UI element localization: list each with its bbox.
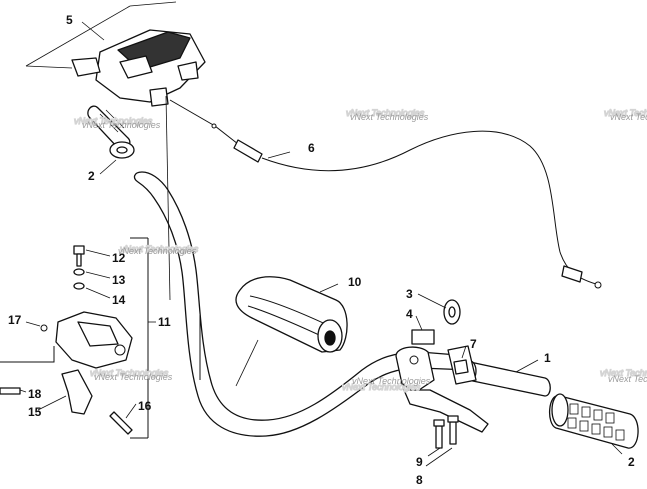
watermark: vNext Technologies — [118, 246, 197, 256]
watermark-back: vNext Technologies — [346, 108, 425, 118]
brake-switch-assembly — [395, 299, 489, 449]
callout-9: 9 — [416, 455, 423, 469]
callout-16: 16 — [138, 399, 152, 413]
callout-17: 17 — [8, 313, 22, 327]
callout-11: 11 — [158, 315, 171, 329]
watermark: vNext Technologies — [82, 120, 161, 130]
callout-15: 15 — [28, 405, 42, 419]
grip-right — [549, 393, 639, 449]
watermark: vNext Technologies — [94, 372, 173, 382]
watermark-back: vNext Technologies — [604, 108, 647, 118]
watermark-back: vNext Technologies — [74, 116, 153, 126]
handlebar-tube-right — [463, 360, 551, 397]
watermark: vNext Technologies — [352, 376, 431, 386]
watermarks: vNext Technologies vNext Technologies vN… — [73, 107, 647, 392]
callout-1: 1 — [544, 351, 551, 365]
callout-13: 13 — [112, 273, 126, 287]
callout-3: 3 — [406, 287, 413, 301]
callout-4: 4 — [406, 307, 413, 321]
callout-14: 14 — [112, 293, 126, 307]
callout-12: 12 — [112, 251, 126, 265]
callout-5: 5 — [66, 13, 73, 27]
watermark-back: vNext Technologies — [120, 244, 199, 254]
handlebar-pad — [235, 276, 348, 353]
callout-2-left: 2 — [88, 169, 95, 183]
watermark: vNext Technologies — [610, 112, 647, 122]
callout-labels: 5 2 6 10 1 2 3 4 7 9 8 12 13 14 11 17 18… — [8, 13, 635, 487]
callout-6: 6 — [308, 141, 315, 155]
grip-left — [87, 105, 135, 159]
callout-8: 8 — [416, 473, 423, 487]
callout-7: 7 — [470, 337, 477, 351]
watermark-back: vNext Technologies — [600, 368, 647, 378]
throttle-cable — [169, 99, 602, 289]
leader-lines — [19, 1, 623, 467]
callout-2-right: 2 — [628, 455, 635, 469]
left-switch-assembly — [0, 237, 149, 439]
watermark: vNext Technologies — [350, 112, 429, 122]
callout-10: 10 — [348, 275, 362, 289]
callout-18: 18 — [28, 387, 42, 401]
throttle-housing — [71, 29, 206, 107]
watermark: vNext Technologies — [608, 374, 647, 384]
watermark-back: vNext Technologies — [342, 382, 421, 392]
watermark-back: vNext Technologies — [90, 368, 169, 378]
